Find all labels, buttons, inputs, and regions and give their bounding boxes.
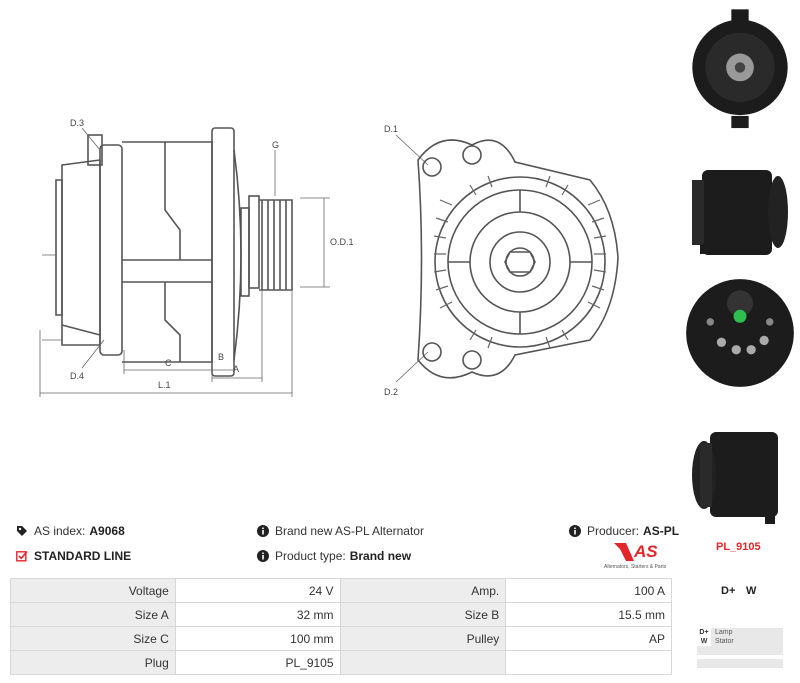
as-index-row: AS index: A9068 (16, 524, 125, 538)
spec-label: Size A (10, 602, 176, 627)
info-icon (569, 525, 581, 537)
spec-value: 24 V (174, 578, 341, 603)
spec-value: 15.5 mm (505, 602, 672, 627)
legend-key: W (697, 637, 711, 646)
legend-key: D+ (697, 628, 711, 637)
label-d3: D.3 (70, 118, 85, 128)
spec-value: 32 mm (174, 602, 341, 627)
spec-value (505, 650, 672, 675)
table-row: Size A 32 mm Size B 15.5 mm (10, 602, 672, 627)
label-l1: L.1 (158, 380, 171, 390)
spec-label: Pulley (339, 626, 507, 651)
plug-legend-row: D+ Lamp (697, 628, 783, 637)
as-index-label: AS index: (34, 524, 86, 538)
producer-row: Producer: AS-PL (569, 524, 679, 538)
spec-label: Size B (339, 602, 507, 627)
photo-rear (686, 279, 794, 387)
spec-value: 100 mm (174, 626, 341, 651)
plug-legend-empty-row (697, 659, 783, 668)
spec-value: 100 A (505, 578, 672, 603)
legend-value: Lamp (715, 629, 733, 636)
as-index-value: A9068 (89, 524, 125, 538)
checkbox-checked-icon (16, 550, 28, 562)
spec-table: Voltage 24 V Amp. 100 A Size A 32 mm Siz… (10, 578, 672, 675)
line-row: STANDARD LINE (16, 549, 131, 563)
label-d2: D.2 (384, 387, 399, 397)
table-row: Plug PL_9105 (10, 650, 672, 675)
as-logo-text: AS (634, 542, 658, 561)
label-a: A (233, 364, 240, 374)
plug-legend-empty-row (697, 646, 783, 655)
tag-icon (17, 526, 27, 536)
product-type-value: Brand new (349, 549, 412, 563)
spec-label: Amp. (339, 578, 507, 603)
table-row: Size C 100 mm Pulley AP (10, 626, 672, 651)
technical-drawing: D.3 D.4 G O.D.1 C B A L.1 D.1 D.2 (39, 118, 619, 397)
plug-terminal-d-plus: D+ (721, 585, 736, 597)
description-text: Brand new AS-PL Alternator (275, 524, 424, 538)
info-icon (257, 525, 269, 537)
product-photos (680, 0, 800, 530)
description-row: Brand new AS-PL Alternator (257, 524, 424, 538)
producer-value: AS-PL (643, 524, 680, 538)
standard-line-label: STANDARD LINE (34, 549, 132, 563)
legend-value: Stator (715, 638, 734, 645)
alternator-drawing-svg (39, 127, 619, 397)
photo-side (692, 170, 788, 255)
as-logo-mark (614, 543, 634, 561)
photo-front (692, 9, 788, 129)
label-d4: D.4 (70, 371, 85, 381)
product-type-label: Product type: (275, 549, 346, 563)
label-g: G (272, 140, 280, 150)
as-logo-tagline: Alternators, Starters & Parts (604, 564, 667, 570)
spec-value: AP (505, 626, 672, 651)
producer-label: Producer: (587, 524, 640, 538)
info-icon (257, 550, 269, 562)
label-c: C (165, 358, 172, 368)
photo-side-2 (692, 432, 778, 524)
label-od1: O.D.1 (330, 237, 354, 247)
table-row: Voltage 24 V Amp. 100 A (10, 578, 672, 603)
label-d1: D.1 (384, 124, 399, 134)
product-type-row: Product type: Brand new (257, 549, 411, 563)
spec-value: PL_9105 (174, 650, 341, 675)
plug-terminal-w: W (746, 585, 757, 597)
spec-label: Plug (10, 650, 176, 675)
label-b: B (218, 352, 225, 362)
plug-code: PL_9105 (716, 541, 761, 553)
plug-legend-row: W Stator (697, 637, 783, 646)
as-logo: AS Alternators, Starters & Parts (604, 540, 674, 572)
spec-label (339, 650, 507, 675)
spec-label: Voltage (10, 578, 176, 603)
spec-label: Size C (10, 626, 176, 651)
